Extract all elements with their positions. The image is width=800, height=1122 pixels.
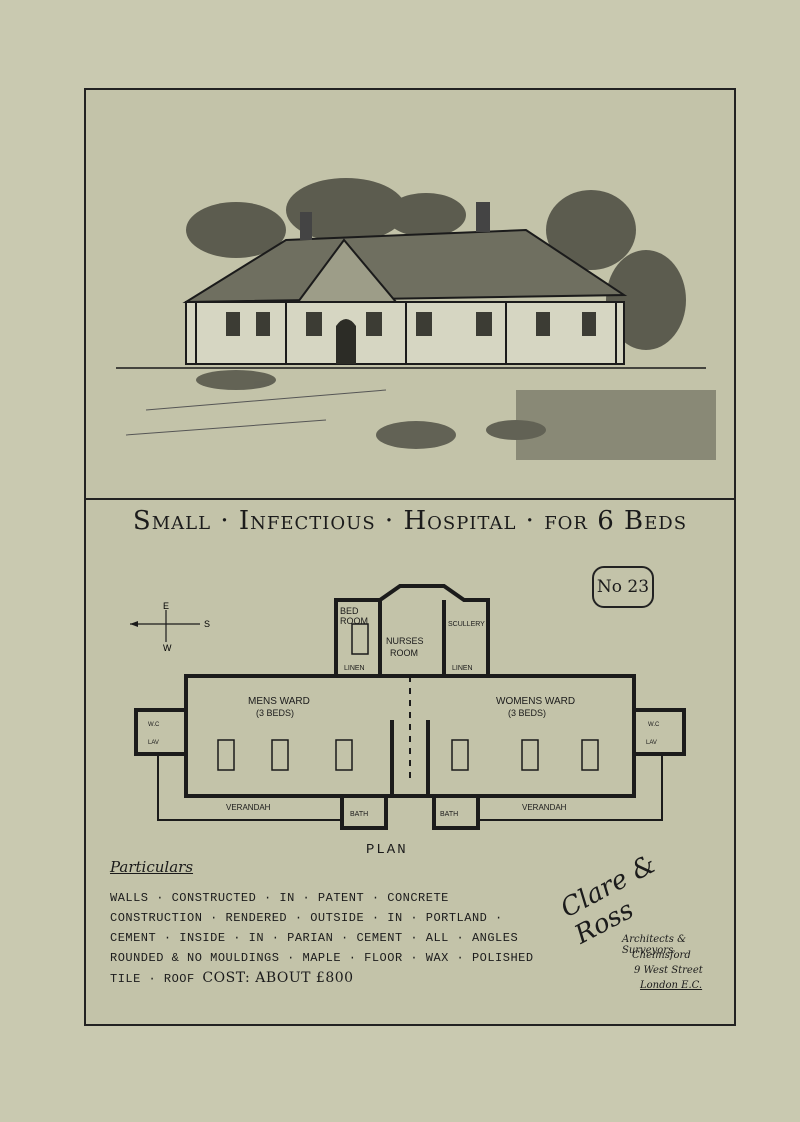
hospital-illustration (116, 178, 716, 460)
compass-icon: E S W (130, 602, 210, 652)
label-womens-beds: (3 BEDS) (508, 708, 546, 718)
label-womens-ward: WOMENS WARD (496, 696, 575, 707)
label-lav-left: LAV (148, 740, 159, 746)
label-bedroom-1: BED (340, 606, 359, 616)
plate-number-badge: No 23 (592, 566, 654, 608)
label-mens-ward: MENS WARD (248, 696, 310, 707)
trees (186, 178, 686, 350)
plate-title: Small · Infectious · Hospital · for 6 Be… (132, 506, 688, 536)
label-bedroom-2: ROOM (340, 616, 368, 626)
specification-text: Walls · constructed · in · patent · conc… (110, 888, 565, 989)
label-verandah-right: VERANDAH (522, 803, 567, 812)
path-lines (125, 389, 387, 436)
label-bath-right: BATH (440, 811, 458, 818)
compass-n: E (163, 602, 169, 611)
floor-plan: BED ROOM NURSES ROOM SCULLERY LINEN LINE… (134, 584, 686, 830)
signature-role: Architects & Surveyors (622, 934, 687, 956)
signature-city: London E.C. (640, 980, 703, 991)
roof (182, 228, 628, 304)
label-verandah-left: VERANDAH (226, 803, 271, 812)
label-wc-right: W.C (648, 722, 660, 728)
spec-line-2: construction · rendered · outside · in ·… (110, 911, 503, 925)
hospital-perspective-sketch (86, 90, 734, 500)
windows (226, 312, 596, 336)
spec-roof: tile · roof (110, 972, 195, 986)
label-linen-left: LINEN (344, 665, 365, 672)
spec-line-3: cement · inside · in · parian · cement ·… (110, 931, 519, 945)
entrance-door (336, 319, 356, 364)
spec-line-5: tile · roof Cost: about £800 (110, 968, 565, 989)
label-nurses-2: ROOM (390, 648, 418, 658)
foreground-shrubs (196, 370, 716, 460)
chimney-left (300, 212, 312, 240)
compass-e: S (204, 619, 210, 629)
plan-walls (134, 584, 686, 830)
label-wc-left: W.C (148, 722, 160, 728)
ventilator (476, 202, 490, 232)
architect-signature: Clare & Ross Architects & Surveyors Chel… (556, 849, 732, 1010)
signature-street: 9 West Street (634, 965, 703, 976)
verandah-posts (195, 302, 617, 364)
label-nurses-1: NURSES (386, 636, 424, 646)
spec-cost: Cost: about £800 (202, 970, 354, 986)
label-lav-right: LAV (646, 740, 657, 746)
signature-town: Chelmsford (632, 950, 691, 961)
label-mens-beds: (3 BEDS) (256, 708, 294, 718)
particulars-heading: Particulars (110, 858, 194, 876)
drawing-sheet: Small · Infectious · Hospital · for 6 Be… (84, 88, 736, 1026)
spec-line-1: Walls · constructed · in · patent · conc… (110, 891, 449, 905)
label-bath-left: BATH (350, 811, 368, 818)
compass-s: W (163, 643, 172, 652)
verandahs (157, 754, 663, 821)
plan-label: PLAN (366, 842, 408, 858)
spec-line-4: rounded & no mouldings · maple · floor ·… (110, 951, 534, 965)
beds (217, 623, 599, 771)
label-scullery: SCULLERY (448, 621, 485, 628)
label-linen-right: LINEN (452, 665, 473, 672)
